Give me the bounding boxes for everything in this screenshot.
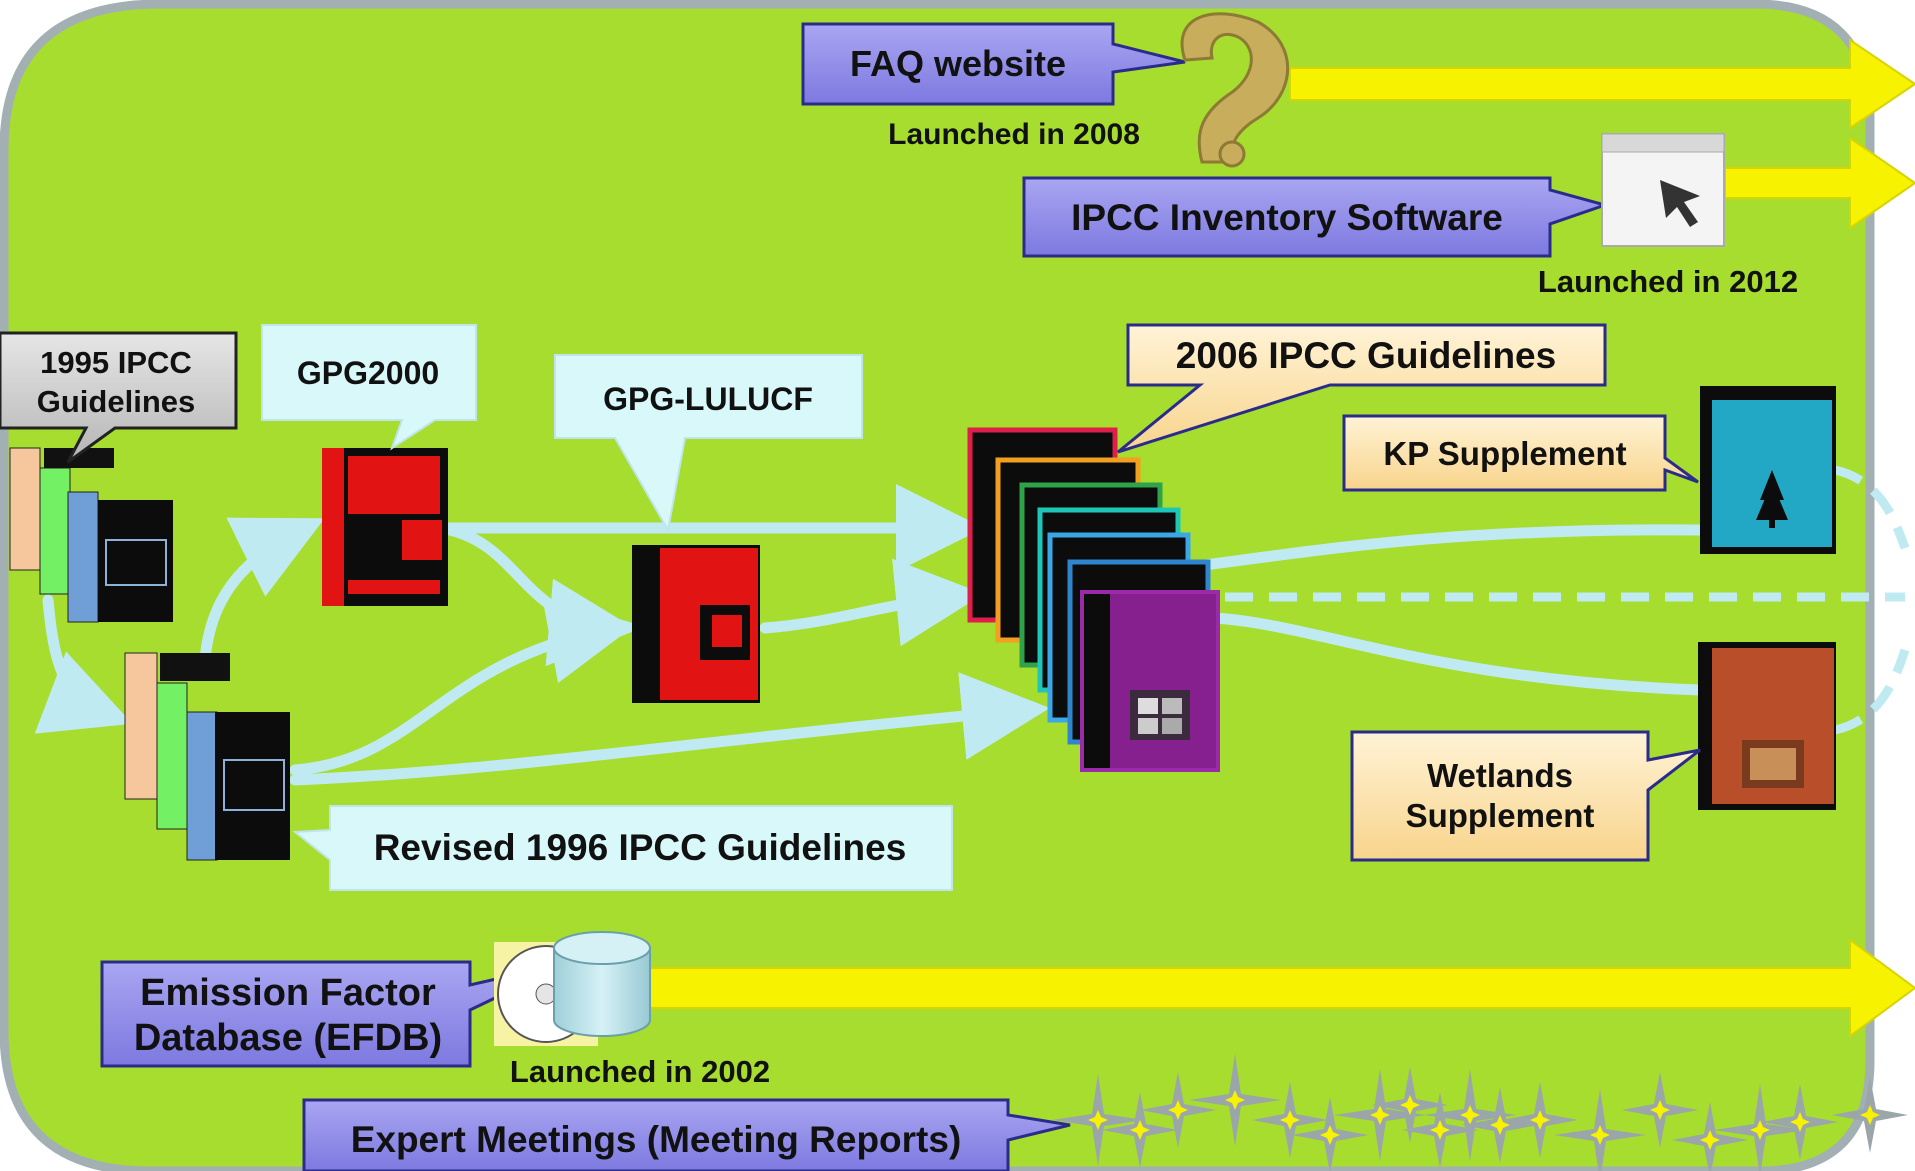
wetlands-label-line2: Supplement xyxy=(1406,797,1595,834)
faq-website-callout: FAQ website xyxy=(801,22,1186,106)
star-sparkle-core xyxy=(1750,1120,1770,1140)
inventory-software-label: IPCC Inventory Software xyxy=(1071,197,1503,238)
ipcc2006-report-stack xyxy=(967,427,1220,772)
gpg2000-label: GPG2000 xyxy=(297,355,439,391)
star-sparkle-core xyxy=(1590,1125,1610,1145)
star-sparkle-core xyxy=(1650,1100,1670,1120)
ipcc1995-report-stack xyxy=(9,447,173,623)
question-mark-icon xyxy=(1180,12,1290,168)
star-sparkle-core xyxy=(1860,1105,1880,1125)
revised1996-report-stack xyxy=(124,652,290,861)
ipcc1995-callout: 1995 IPCC Guidelines xyxy=(0,331,238,464)
wetlands-supplement-cover xyxy=(1698,642,1836,810)
star-sparkle-core xyxy=(1430,1120,1450,1140)
revised1996-callout: Revised 1996 IPCC Guidelines xyxy=(292,805,953,891)
kp-supplement-callout: KP Supplement xyxy=(1342,414,1699,492)
software-arrow xyxy=(1724,136,1915,230)
expert-meeting-stars xyxy=(1052,1054,1908,1171)
efdb-arrow xyxy=(649,938,1915,1038)
star-sparkle-core xyxy=(1460,1105,1480,1125)
faq-website-label: FAQ website xyxy=(850,43,1066,84)
gpglulucf-label: GPG-LULUCF xyxy=(603,381,813,417)
faq-launch-caption: Launched in 2008 xyxy=(888,118,1140,151)
wetlands-label-line1: Wetlands xyxy=(1427,757,1573,794)
flow-lines xyxy=(34,484,1706,786)
star-sparkle-core xyxy=(1370,1105,1390,1125)
ipcc2006-label: 2006 IPCC Guidelines xyxy=(1176,335,1556,376)
ipcc1995-label-line1: 1995 IPCC xyxy=(40,345,192,380)
star-sparkle-core xyxy=(1490,1115,1510,1135)
expert-meetings-callout: Expert Meetings (Meeting Reports) xyxy=(302,1098,1071,1171)
inventory-software-callout: IPCC Inventory Software xyxy=(1022,176,1611,258)
star-sparkle-core xyxy=(1700,1130,1720,1150)
star-sparkle-core xyxy=(1280,1110,1300,1130)
kp-supplement-cover xyxy=(1700,386,1836,554)
star-sparkle-core xyxy=(1790,1112,1810,1132)
revised1996-label: Revised 1996 IPCC Guidelines xyxy=(374,827,907,868)
wetlands-supplement-callout: Wetlands Supplement xyxy=(1350,730,1701,862)
efdb-label-line1: Emission Factor xyxy=(140,972,436,1014)
star-sparkle-core xyxy=(1320,1125,1340,1145)
gpg2000-report-cover xyxy=(322,448,448,606)
browser-cursor-icon xyxy=(1601,133,1725,247)
ipcc2006-callout: 2006 IPCC Guidelines xyxy=(1117,323,1607,454)
gpglulucf-callout: GPG-LULUCF xyxy=(554,354,863,533)
star-sparkle-core xyxy=(1530,1110,1550,1130)
software-launch-caption: Launched in 2012 xyxy=(1538,264,1798,299)
star-sparkle-core xyxy=(1225,1090,1245,1110)
faq-arrow xyxy=(1289,38,1915,130)
dashed-flow-lines xyxy=(1225,465,1910,735)
efdb-callout: Emission Factor Database (EFDB) xyxy=(100,960,571,1068)
star-sparkle-core xyxy=(1168,1100,1188,1120)
gpglulucf-report-cover xyxy=(632,545,760,703)
star-sparkle-core xyxy=(1130,1120,1150,1140)
ipcc1995-label-line2: Guidelines xyxy=(37,384,195,419)
database-cylinder-icon xyxy=(553,931,651,1037)
star-sparkle-core xyxy=(1088,1110,1108,1130)
star-sparkle-core xyxy=(1400,1095,1420,1115)
kp-supplement-label: KP Supplement xyxy=(1383,435,1626,472)
gpg2000-callout: GPG2000 xyxy=(261,324,477,451)
efdb-launch-caption: Launched in 2002 xyxy=(510,1054,770,1089)
expert-meetings-label: Expert Meetings (Meeting Reports) xyxy=(351,1119,962,1160)
efdb-label-line2: Database (EFDB) xyxy=(134,1017,442,1059)
